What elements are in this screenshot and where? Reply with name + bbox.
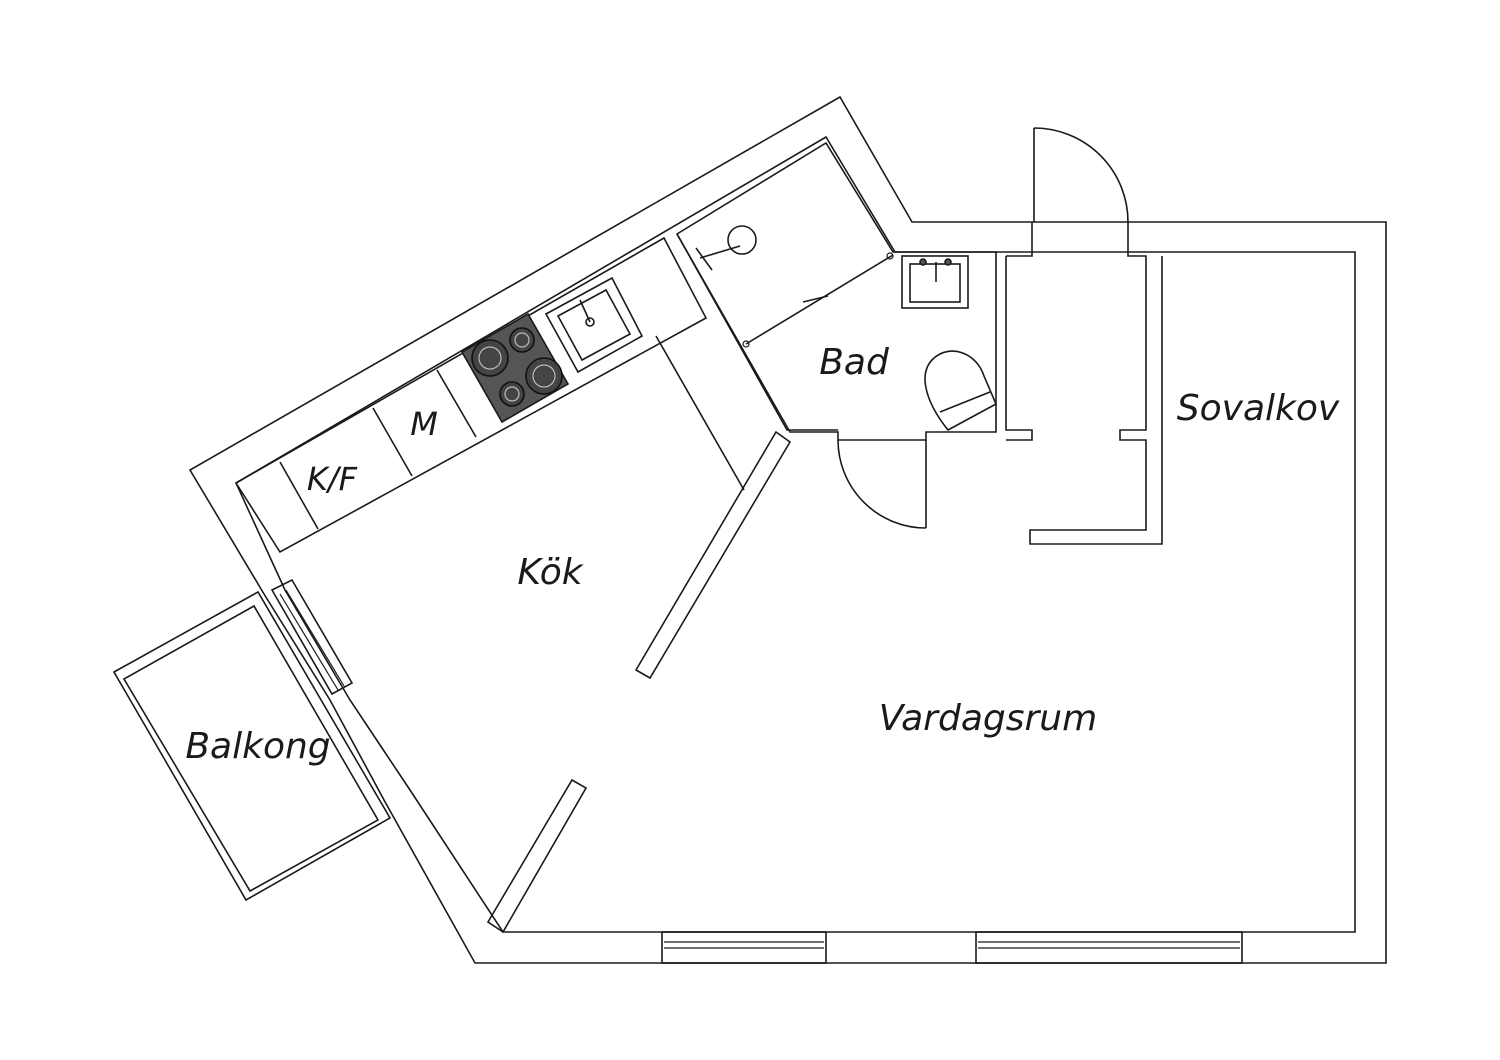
bathroom-wall-left (676, 233, 838, 431)
burner-4 (525, 357, 563, 395)
sink-faucet (579, 299, 591, 323)
sleeping-alcove-label: Sovalkov (1177, 388, 1340, 429)
balcony-door-pane-1 (279, 593, 339, 691)
bathroom (675, 141, 998, 529)
shower-glass-end-1 (742, 340, 750, 348)
living-room-label: Vardagsrum (879, 698, 1097, 739)
burner-3 (499, 381, 525, 407)
counter-outline (234, 236, 708, 554)
balcony (112, 578, 392, 902)
washbasin-outer (901, 255, 969, 309)
hall-wall-left (1006, 222, 1033, 257)
bathroom-label: Bad (819, 342, 890, 383)
counter-divider-3 (436, 369, 477, 438)
shower-head (727, 225, 757, 255)
sink-inner (556, 288, 632, 362)
kitchen-partition-upper (634, 430, 792, 680)
sink-drain (585, 317, 595, 327)
balcony-outer (112, 590, 392, 902)
balcony-door-pane-2 (285, 589, 345, 687)
burner-2 (509, 327, 535, 353)
toilet (924, 350, 998, 432)
bathroom-door-swing (837, 439, 927, 529)
fridge-freezer-label: K/F (307, 460, 358, 498)
entrance-door-swing (1033, 127, 1129, 223)
hall-wall-left-lower (1005, 256, 1033, 441)
toilet-seat-line (939, 391, 991, 413)
shower-glass-end-2 (886, 252, 894, 260)
sink-outer (544, 276, 644, 374)
stove (460, 312, 570, 424)
hall-wall-right (1029, 222, 1163, 545)
shower-tap (695, 247, 713, 271)
window-left (661, 931, 827, 964)
shower-door-handle (802, 295, 829, 303)
pantry-line (655, 335, 745, 491)
kitchen-partition-lower (486, 778, 588, 934)
inner-wall-outline (234, 135, 1356, 933)
kitchen-sink (544, 276, 644, 374)
burner-3-ring (504, 386, 520, 402)
windows (661, 931, 1243, 964)
partitions (486, 430, 792, 934)
kitchen-label: Kök (517, 552, 584, 593)
burner-4-ring (532, 364, 556, 388)
microwave-label: M (410, 405, 438, 443)
exterior-walls (188, 95, 1387, 964)
shower-pipe (699, 245, 741, 259)
washbasin-tap-right (944, 258, 952, 266)
counter-divider-2 (372, 407, 413, 477)
washbasin-tap-left (919, 258, 927, 266)
entrance-hall (1005, 127, 1163, 545)
washbasin-inner (909, 263, 961, 303)
balcony-label: Balkong (185, 726, 330, 767)
burner-1-ring (478, 346, 502, 370)
balcony-inner (122, 604, 380, 893)
burner-2-ring (514, 332, 530, 348)
shower-glass (745, 254, 894, 345)
balcony-door (270, 578, 354, 696)
bathroom-outline (675, 141, 997, 441)
window-right (975, 931, 1243, 964)
outer-wall-outline (188, 95, 1387, 964)
burner-1 (471, 339, 509, 377)
counter-divider-1 (279, 461, 319, 530)
